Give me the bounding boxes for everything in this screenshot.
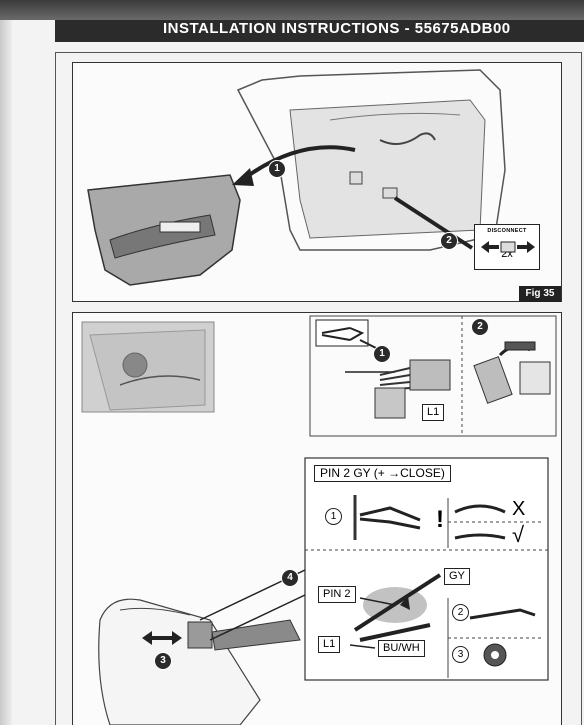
door-clip (349, 171, 363, 185)
wire-label-pin2: PIN 2 (318, 586, 356, 603)
disconnect-label: DISCONNECT (487, 228, 527, 234)
scan-top-edge (0, 0, 584, 20)
wire-label-l1: L1 (318, 636, 341, 653)
scan-left-shadow (0, 20, 12, 725)
gy-wire (353, 573, 442, 632)
hand-outline (98, 598, 261, 725)
door-connector (382, 187, 398, 199)
figure-label: Fig 35 (519, 286, 561, 302)
step-1-circle: 1 (325, 508, 342, 525)
tap-cover (519, 361, 551, 395)
tap-connector (473, 356, 513, 404)
callout-1: 1 (373, 345, 391, 363)
screwdriver-icon (469, 608, 536, 620)
page-frame (55, 52, 582, 725)
door-frame-outline (236, 69, 506, 251)
connector-l1 (374, 387, 406, 419)
side-cutter-icon (321, 327, 365, 341)
step-3-circle: 3 (452, 646, 469, 663)
callout-4: 4 (281, 569, 299, 587)
disconnect-qty: 2x (501, 248, 513, 260)
remove-arrow-head (232, 168, 254, 186)
harness-connector (409, 359, 451, 391)
buwh-wire (359, 623, 431, 642)
wire-tap-detail-frame (304, 457, 549, 681)
disconnect-inset: DISCONNECT 2x (474, 224, 540, 270)
callout-1: 1 (268, 160, 286, 178)
trim-switch-pack (159, 221, 201, 233)
callout-2: 2 (471, 318, 489, 336)
callout-3: 3 (154, 652, 172, 670)
disconnect-arrows-icon (481, 241, 535, 253)
door-harness (379, 132, 436, 145)
remove-arrow (243, 145, 356, 180)
pin-title: PIN 2 GY (+ →CLOSE) (314, 465, 451, 482)
callout-2: 2 (440, 232, 458, 250)
wire-label-gy: GY (444, 568, 470, 585)
wire-label-buwh: BU/WH (378, 640, 425, 657)
warning-icon: ! (436, 506, 444, 533)
door-wiring-line (329, 112, 461, 121)
crimp-pliers-icon (359, 506, 421, 530)
door-connector-plug (187, 621, 213, 649)
connector-steps-box (309, 315, 557, 437)
disconnect-leader (393, 196, 474, 250)
correct-icon: √ (512, 522, 525, 547)
page-header: INSTALLATION INSTRUCTIONS - 55675ADB00 (55, 20, 584, 42)
wrong-icon: X (512, 498, 526, 520)
connector-label: L1 (422, 404, 445, 421)
step-2-circle: 2 (452, 604, 469, 621)
door-harness-bundle (211, 619, 301, 651)
